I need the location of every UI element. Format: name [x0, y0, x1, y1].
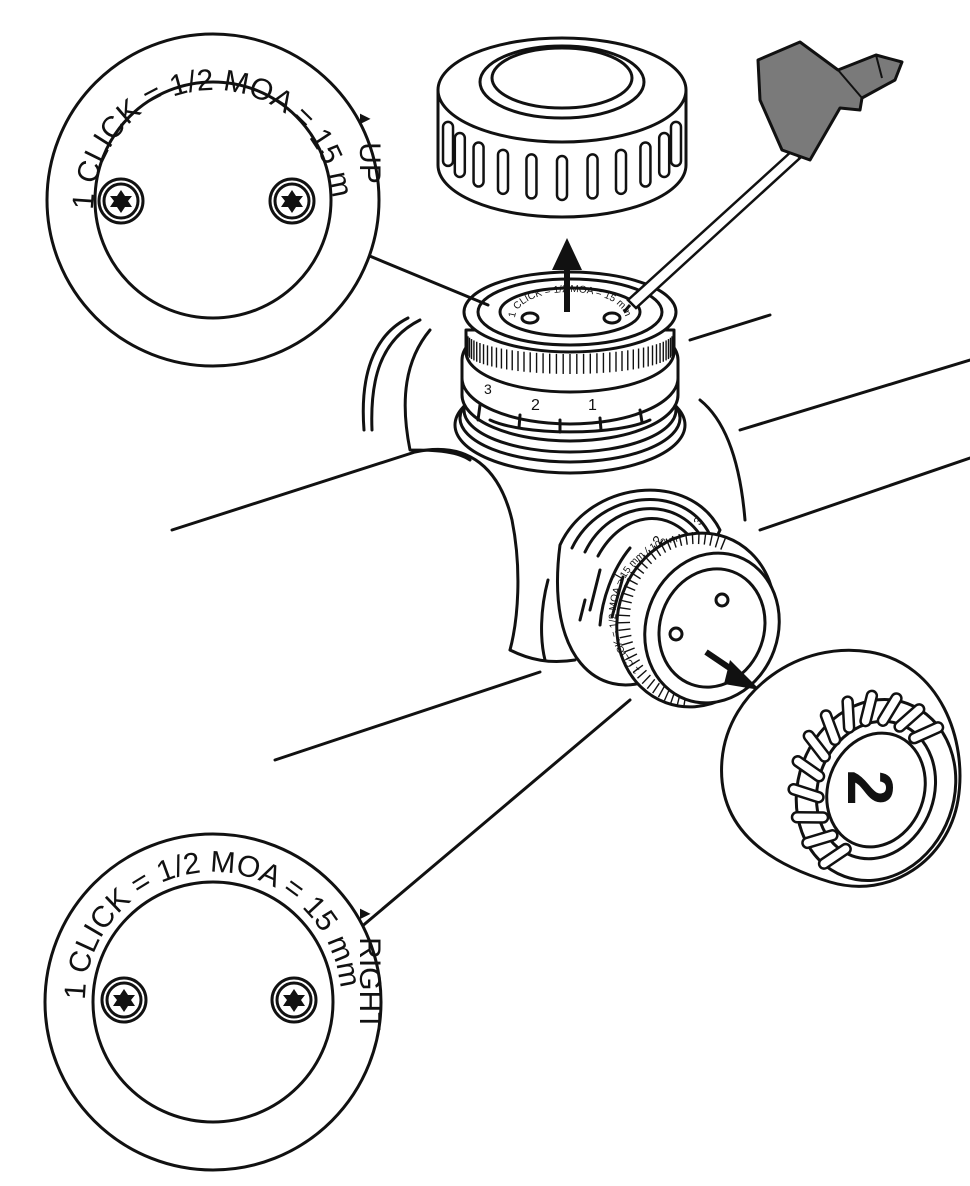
torx-screw-icon [520, 311, 622, 325]
knurl-line [653, 545, 662, 557]
grip-rib [472, 141, 485, 188]
knurl-line [720, 538, 726, 550]
knurl-line [714, 535, 720, 548]
torx-screw-icon [668, 592, 730, 642]
knurl-line [657, 686, 665, 698]
knurl-line [632, 664, 644, 673]
grip-rib [819, 709, 842, 747]
windage-turret[interactable]: 1 2 3 1 CLICK = 1/2 MOA = 15 mm / 100 m [556, 488, 800, 729]
grip-rib [859, 689, 879, 728]
grip-rib [841, 695, 856, 734]
knurl-line [652, 682, 660, 694]
cap-grip-ribs [787, 689, 945, 870]
knurl-line [626, 578, 638, 586]
arrow-icon [704, 649, 760, 690]
cap-grip-ribs [441, 120, 683, 202]
grip-rib [657, 131, 671, 179]
knurl-line [665, 538, 672, 551]
knurl-line [671, 535, 677, 548]
grip-rib [496, 148, 510, 196]
cap-logo: 2 [834, 770, 906, 806]
grip-rib [555, 154, 569, 202]
grip-rib [790, 811, 830, 824]
callout-elevation: 1 CLICK = 1/2 MOA = 15 mm / 100 m ▲ UP [0, 0, 386, 368]
elevation-scale-number: 1 [588, 397, 597, 414]
elevation-turret-cap[interactable] [436, 36, 688, 219]
grip-rib [586, 153, 599, 200]
knurl-line [618, 628, 631, 632]
knurl-line [623, 647, 635, 654]
torx-screw-icon [100, 976, 318, 1024]
knurl-line [642, 554, 653, 565]
knurl-line [709, 533, 714, 546]
grip-rib [801, 829, 839, 850]
knurl-line [621, 592, 634, 598]
scope-body [170, 313, 970, 762]
grip-rib [802, 729, 832, 763]
torx-screw-icon [97, 177, 316, 225]
arrow-icon [552, 238, 582, 312]
knurl-line [648, 549, 657, 561]
grip-rib [669, 120, 683, 168]
knurl-line [641, 674, 651, 685]
knurl-line [630, 571, 641, 580]
knurl-line [619, 634, 632, 639]
knurl-line [659, 541, 667, 553]
knurling [618, 532, 726, 708]
grip-rib [639, 141, 652, 188]
knurl-line [703, 532, 707, 545]
grip-rib [441, 120, 455, 168]
grip-rib [908, 721, 945, 745]
knurl-line [625, 653, 638, 660]
knurling [465, 332, 675, 374]
knurl-line [646, 678, 656, 690]
knurl-line [629, 659, 641, 667]
grip-rib [787, 783, 825, 804]
knurl-line [691, 532, 694, 545]
knurl-line [638, 559, 649, 569]
knurl-line [637, 669, 647, 679]
windage-turret-cap[interactable]: 2 [720, 648, 970, 903]
knurl-line [618, 606, 631, 610]
grip-rib [453, 131, 467, 179]
grip-rib [525, 153, 538, 200]
knurl-line [623, 585, 636, 592]
torx-key-icon [622, 40, 904, 313]
knurl-line [618, 614, 631, 617]
knurl-line [684, 532, 688, 545]
grip-rib [893, 703, 926, 733]
callout-elevation-direction: ▲ UP [353, 110, 386, 184]
knurl-line [678, 533, 683, 546]
elevation-scale-number: 2 [531, 397, 540, 414]
callout-leader [358, 250, 632, 930]
knurl-line [619, 599, 632, 604]
grip-rib [817, 842, 852, 870]
callout-windage-direction: ▲ RIGHT [353, 905, 386, 1031]
grip-rib [614, 148, 628, 196]
grip-rib [791, 755, 826, 783]
knurl-line [633, 565, 645, 574]
elevation-scale-number: 3 [484, 381, 492, 397]
knurl-line [621, 641, 633, 646]
grip-rib [876, 692, 903, 727]
